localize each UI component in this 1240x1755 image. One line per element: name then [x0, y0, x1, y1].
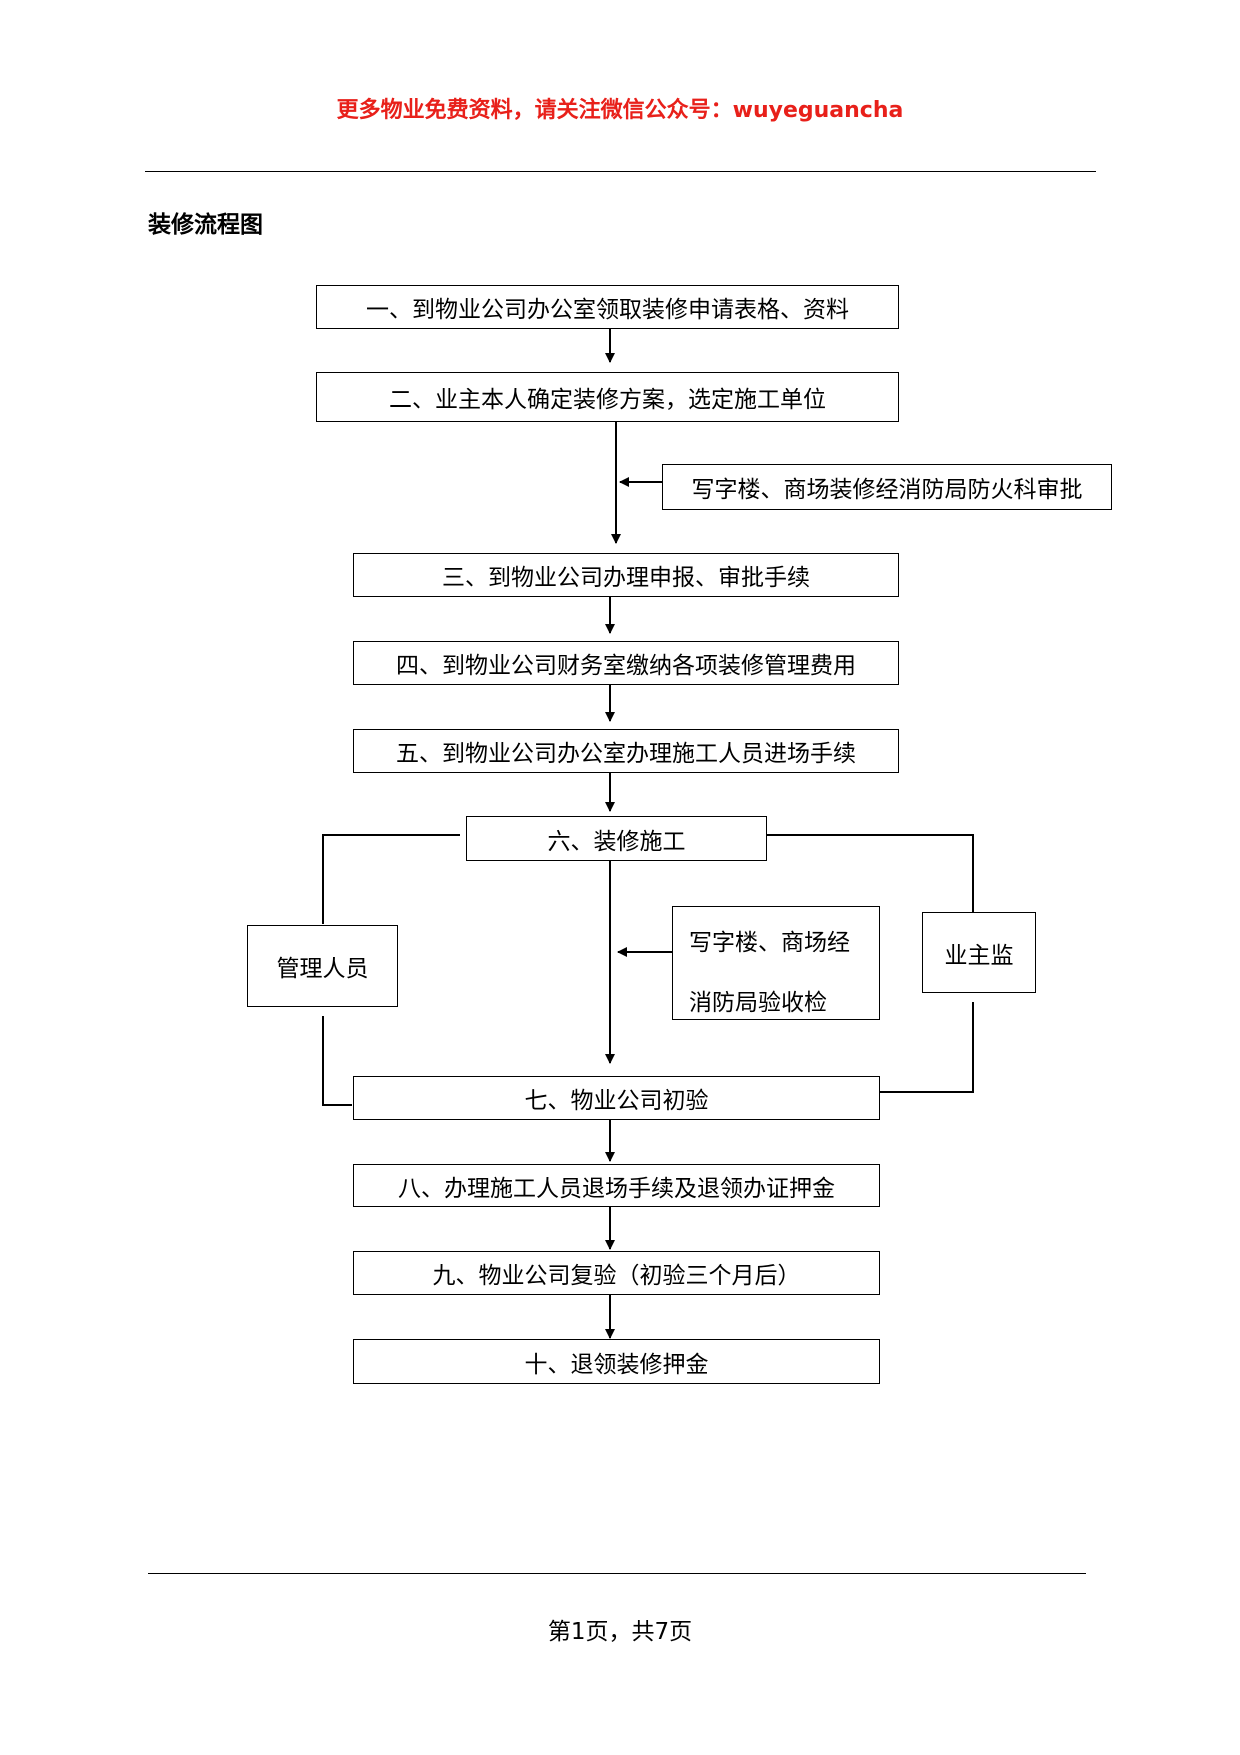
step-2-label: 二、业主本人确定装修方案，选定施工单位	[389, 387, 826, 413]
step-6-box: 六、装修施工	[466, 816, 767, 861]
page-number: 第1页，共7页	[547, 1619, 693, 1645]
step-4-label: 四、到物业公司财务室缴纳各项装修管理费用	[396, 653, 856, 679]
step-3-label: 三、到物业公司办理申报、审批手续	[442, 565, 810, 591]
step-1-label: 一、到物业公司办公室领取装修申请表格、资料	[366, 297, 849, 323]
step-9-box: 九、物业公司复验（初验三个月后）	[353, 1251, 880, 1295]
step-1-box: 一、到物业公司办公室领取装修申请表格、资料	[316, 285, 899, 329]
step-7-box: 七、物业公司初验	[353, 1076, 880, 1120]
owner-supervision-label: 业主监	[944, 942, 1014, 969]
page-title: 装修流程图	[148, 212, 263, 238]
line-s6-owner	[762, 834, 974, 912]
owner-supervision-box: 业主监	[922, 912, 1036, 993]
step-6-label: 六、装修施工	[547, 828, 686, 855]
fire-approval-box: 写字楼、商场装修经消防局防火科审批	[662, 464, 1112, 510]
header-note: 更多物业免费资料，请关注微信公众号：wuyeguancha	[336, 98, 904, 123]
step-5-label: 五、到物业公司办公室办理施工人员进场手续	[396, 741, 856, 767]
step-3-box: 三、到物业公司办理申报、审批手续	[353, 553, 899, 597]
step-10-box: 十、退领装修押金	[353, 1339, 880, 1384]
step-8-label: 八、办理施工人员退场手续及退领办证押金	[398, 1175, 835, 1202]
line-management-s7	[322, 1016, 352, 1106]
fire-inspection-line-1: 写字楼、商场经	[689, 930, 850, 956]
step-4-box: 四、到物业公司财务室缴纳各项装修管理费用	[353, 641, 899, 685]
step-5-box: 五、到物业公司办公室办理施工人员进场手续	[353, 729, 899, 773]
footer-rule	[148, 1573, 1086, 1574]
step-7-label: 七、物业公司初验	[524, 1088, 709, 1114]
step-10-label: 十、退领装修押金	[524, 1351, 709, 1378]
management-box: 管理人员	[247, 925, 398, 1007]
line-s6-management	[322, 834, 460, 924]
line-owner-s7	[876, 1002, 974, 1093]
step-8-box: 八、办理施工人员退场手续及退领办证押金	[353, 1164, 880, 1207]
fire-inspection-line-2: 消防局验收检	[689, 990, 827, 1016]
fire-inspection-box: 写字楼、商场经 消防局验收检	[672, 906, 880, 1020]
header-rule	[145, 171, 1096, 172]
step-9-label: 九、物业公司复验（初验三个月后）	[432, 1263, 801, 1289]
management-label: 管理人员	[276, 956, 369, 982]
step-2-box: 二、业主本人确定装修方案，选定施工单位	[316, 372, 899, 422]
fire-approval-label: 写字楼、商场装修经消防局防火科审批	[691, 477, 1083, 503]
